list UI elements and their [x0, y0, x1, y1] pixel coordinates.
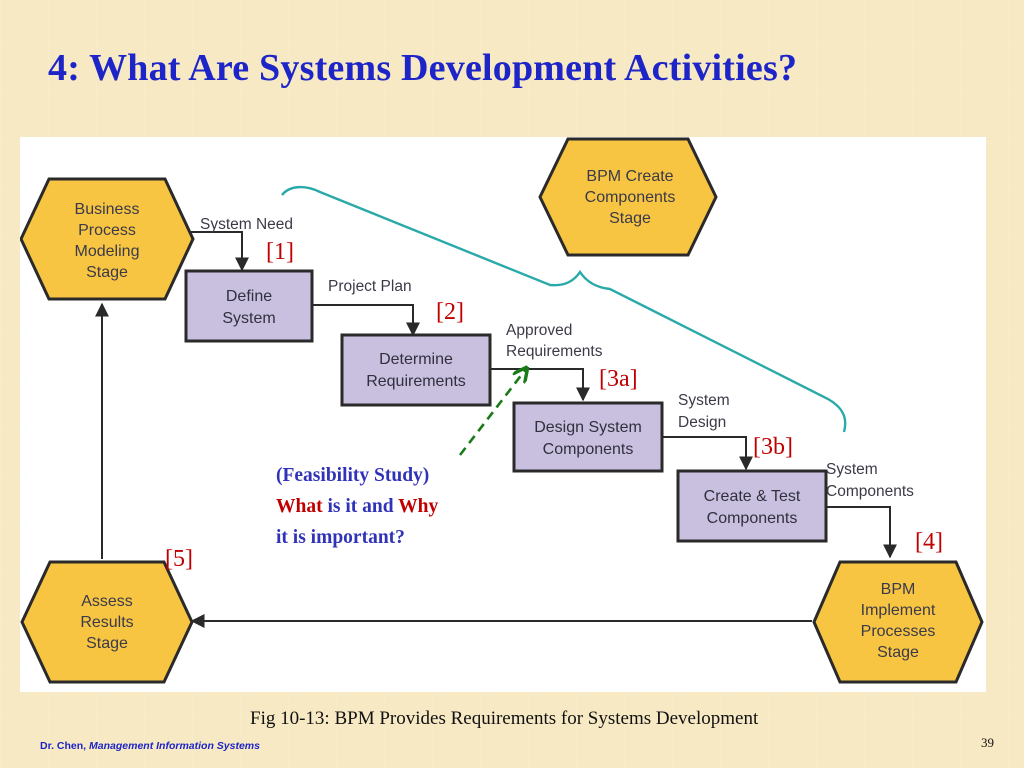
feasibility-note-line3: it is important?: [276, 527, 405, 548]
reference-3a: [3a]: [599, 366, 638, 392]
diagram-canvas: Business Process Modeling Stage BPM Crea…: [20, 137, 984, 684]
hex-label-line: Assess: [81, 593, 133, 610]
box-label-line: Components: [543, 441, 634, 458]
flow-label-system-components: System: [826, 461, 878, 478]
scope-bracket: [281, 185, 847, 433]
system-need-arrow: [190, 231, 249, 272]
flow-label-system-need: System Need: [200, 216, 293, 233]
page-number: 39: [981, 735, 994, 750]
reference-2: [2]: [436, 299, 464, 325]
flow-label-system-design: Design: [678, 414, 726, 431]
reference-3b: [3b]: [753, 434, 793, 460]
flow-label-project-plan: Project Plan: [328, 278, 412, 295]
reference-1: [1]: [266, 239, 294, 265]
box-label-line: Design System: [534, 419, 642, 436]
box-label-line: Define: [226, 288, 272, 305]
design-system-components-box: Design System Components: [512, 401, 664, 473]
flow-label-approved-requirements: Approved: [506, 322, 572, 339]
approved-requirements-arrow: [490, 368, 590, 402]
reference-4: [4]: [915, 529, 943, 555]
hex-label-line: Stage: [86, 635, 128, 652]
slide-title: 4: What Are Systems Development Activiti…: [48, 47, 798, 89]
bpm-create-components-hexagon: BPM Create Components Stage: [538, 137, 718, 257]
hex-label-line: Stage: [877, 644, 919, 661]
feasibility-note-line1: (Feasibility Study): [276, 465, 429, 486]
note-mid: is it and: [323, 496, 399, 517]
flow-label-system-design: System: [678, 392, 730, 409]
box-label-line: Requirements: [366, 373, 466, 390]
assess-results-hexagon: Assess Results Stage: [20, 560, 194, 684]
box-label-line: System: [222, 310, 275, 327]
note-why: Why: [398, 496, 438, 517]
flow-label-system-components: Components: [826, 483, 914, 500]
hex-label-line: BPM Create: [586, 168, 673, 185]
note-what: What: [276, 496, 323, 517]
system-design-arrow: [662, 436, 753, 471]
hex-label-line: Implement: [861, 602, 936, 619]
reference-5: [5]: [165, 546, 193, 572]
hex-label-line: BPM: [881, 581, 916, 598]
bpm-implement-processes-hexagon: BPM Implement Processes Stage: [812, 560, 984, 684]
hex-label-line: Stage: [86, 264, 128, 281]
feasibility-dashed-arrow: [458, 369, 526, 456]
define-system-box: Define System: [184, 269, 314, 343]
footer-credit: Dr. Chen, Management Information Systems: [40, 740, 260, 752]
hex-label-line: Business: [75, 201, 140, 218]
flow-label-approved-requirements: Requirements: [506, 343, 603, 360]
hex-label-line: Results: [80, 614, 133, 631]
hex-label-line: Components: [585, 189, 676, 206]
feasibility-note-line2: What is it and Why: [276, 496, 438, 517]
hex-label-line: Processes: [861, 623, 936, 640]
create-test-components-box: Create & Test Components: [676, 469, 828, 543]
hex-label-line: Process: [78, 222, 136, 239]
box-label-line: Components: [707, 510, 798, 527]
system-components-arrow: [827, 506, 897, 559]
determine-requirements-box: Determine Requirements: [340, 333, 492, 407]
project-plan-arrow: [312, 304, 420, 337]
figure-caption: Fig 10-13: BPM Provides Requirements for…: [250, 708, 759, 729]
footer-course: Management Information Systems: [89, 740, 260, 752]
bpm-diagram: Business Process Modeling Stage BPM Crea…: [20, 137, 986, 692]
box-label-line: Determine: [379, 351, 453, 368]
business-process-modeling-hexagon: Business Process Modeling Stage: [20, 177, 195, 301]
footer-author: Dr. Chen,: [40, 740, 90, 752]
hex-label-line: Modeling: [75, 243, 140, 260]
box-label-line: Create & Test: [704, 488, 801, 505]
hex-label-line: Stage: [609, 210, 651, 227]
